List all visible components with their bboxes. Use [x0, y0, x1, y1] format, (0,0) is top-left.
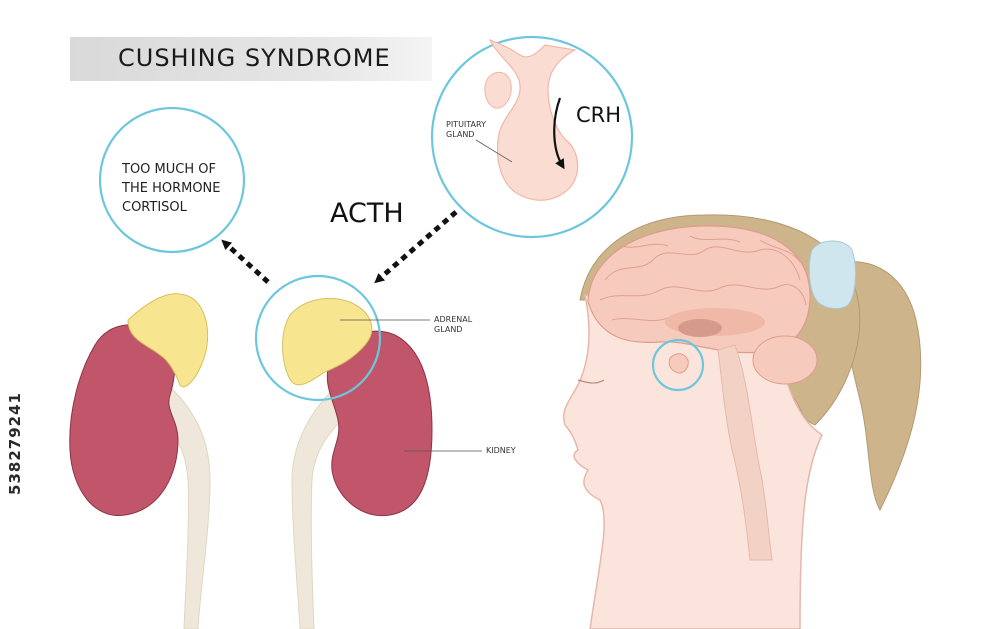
left-ureter [149, 384, 211, 629]
cortisol-callout-text: TOO MUCH OF THE HORMONE CORTISOL [122, 160, 232, 217]
head-profile [563, 214, 922, 629]
pituitary-highlight-circle [651, 338, 705, 392]
acth-label: ACTH [330, 198, 404, 229]
kidney-label: KIDNEY [486, 446, 516, 455]
pituitary-label: PITUITARY GLAND [446, 120, 486, 139]
page-title: CUSHING SYNDROME [118, 44, 391, 72]
right-kidney-group [254, 274, 433, 629]
eyelid [577, 379, 605, 384]
pituitary-callout [430, 35, 634, 239]
cortisol-dotted-arrow [221, 239, 270, 284]
right-kidney [326, 330, 433, 517]
adrenal-label: ADRENAL GLAND [434, 315, 473, 334]
right-ureter [291, 384, 353, 629]
brain-stem [717, 344, 773, 561]
brain-folds [599, 235, 807, 322]
hair-tie [808, 240, 856, 309]
thalamus [678, 319, 722, 337]
left-adrenal [127, 293, 209, 388]
title-bar [70, 37, 432, 81]
cortisol-line-3: CORTISOL [122, 200, 187, 215]
crh-arrow [553, 97, 565, 170]
cortisol-callout-circle [98, 106, 246, 254]
cortisol-line-1: TOO MUCH OF [122, 162, 216, 177]
left-kidney-group [69, 293, 211, 629]
cerebellum [752, 335, 818, 385]
adrenal-highlight-circle [254, 274, 382, 402]
crh-label: CRH [576, 103, 622, 127]
stock-id-watermark: 538279241 [6, 392, 24, 495]
cortisol-line-2: THE HORMONE [122, 181, 221, 196]
